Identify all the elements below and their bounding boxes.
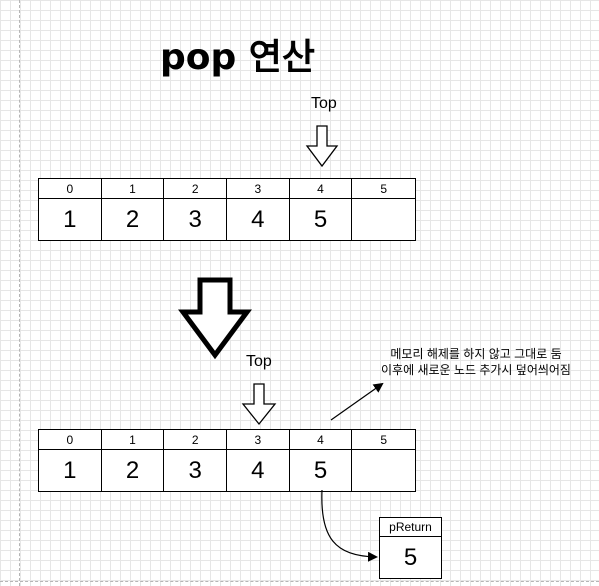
index-cell: 1 [101, 179, 165, 199]
array-before[interactable]: 0 1 2 3 4 5 1 2 3 4 5 [38, 178, 416, 241]
return-value-arrow-icon [321, 489, 378, 562]
index-cell: 3 [227, 430, 290, 450]
value-cell: 3 [164, 450, 227, 491]
note-line-2: 이후에 새로운 노드 추가시 덮어씌어짐 [381, 363, 571, 377]
index-cell: 3 [227, 179, 290, 199]
index-cell: 5 [352, 179, 415, 199]
index-cell: 2 [164, 179, 227, 199]
page-border-bottom [0, 581, 599, 582]
index-cell: 2 [164, 430, 227, 450]
preturn-label: pReturn [380, 518, 441, 537]
value-cell: 2 [102, 199, 165, 240]
index-cell: 0 [39, 179, 102, 199]
index-cell: 4 [289, 430, 353, 450]
index-cell: 0 [39, 430, 102, 450]
page-border-left [19, 0, 20, 586]
diagram-title: pop 연산 [160, 37, 316, 78]
index-cell: 5 [352, 430, 415, 450]
memory-note: 메모리 해제를 하지 않고 그대로 둠 이후에 새로운 노드 추가시 덮어씌어짐 [360, 346, 592, 378]
value-cell: 5 [290, 450, 353, 491]
value-cell: 5 [290, 199, 353, 240]
value-cell: 1 [39, 450, 102, 491]
index-cell: 1 [101, 430, 165, 450]
value-cell: 3 [164, 199, 227, 240]
top-pointer-arrow-after-icon [241, 383, 277, 426]
top-pointer-arrow-before-icon [305, 125, 339, 168]
array-after[interactable]: 0 1 2 3 4 5 1 2 3 4 5 [38, 429, 416, 492]
preturn-box[interactable]: pReturn 5 [379, 517, 442, 579]
top-label-after: Top [246, 353, 272, 370]
preturn-value: 5 [403, 543, 418, 571]
value-cell: 4 [227, 199, 290, 240]
transition-down-arrow-icon [178, 277, 252, 360]
top-label-before: Top [311, 95, 337, 112]
note-pointer-arrow-icon [330, 382, 384, 421]
note-line-1: 메모리 해제를 하지 않고 그대로 둠 [390, 347, 562, 361]
value-cell: 1 [39, 199, 102, 240]
value-cell: 4 [227, 450, 290, 491]
value-cell: 2 [102, 450, 165, 491]
index-cell: 4 [289, 179, 353, 199]
